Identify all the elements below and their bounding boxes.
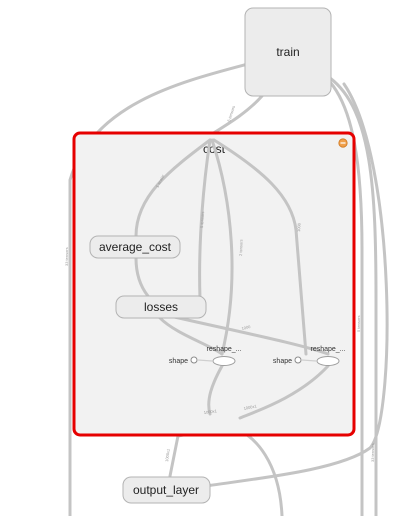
node-reshape-right-label: reshape_... xyxy=(310,346,345,353)
edge-train-right-outer-b xyxy=(328,76,378,516)
node-losses[interactable]: losses xyxy=(115,295,207,319)
cost-group-frame[interactable] xyxy=(72,131,356,437)
node-reshape-left-label: reshape_... xyxy=(206,346,241,353)
svg-text:1000x1: 1000x1 xyxy=(203,408,217,415)
edge-label-train-cost: 5 tensors xyxy=(226,105,236,122)
node-train[interactable]: train xyxy=(244,7,332,97)
node-shape-right-label: shape xyxy=(273,358,292,365)
node-shape-left-label: shape xyxy=(169,358,188,365)
edge-label-right-outer-b: 33 tensors xyxy=(370,443,375,462)
inner-edge-labels: 1 scalar 5 tensors 2 tensors 1000 1000 1… xyxy=(154,173,301,415)
node-shape-left[interactable]: shape xyxy=(169,356,198,365)
inner-edges xyxy=(134,138,330,420)
collapse-icon[interactable] xyxy=(338,138,348,148)
svg-text:1 scalar: 1 scalar xyxy=(154,173,165,188)
svg-text:1000: 1000 xyxy=(241,324,252,331)
node-output-layer[interactable]: output_layer xyxy=(122,476,211,504)
edge-label-left-outer: 33 tensors xyxy=(64,247,69,266)
svg-text:2 tensors: 2 tensors xyxy=(238,239,244,256)
node-average-cost[interactable]: average_cost xyxy=(89,235,181,259)
svg-text:5 tensors: 5 tensors xyxy=(199,211,205,228)
node-average-cost-label: average_cost xyxy=(99,240,172,254)
node-losses-label: losses xyxy=(144,300,178,314)
svg-text:1000x1: 1000x1 xyxy=(243,403,258,411)
node-train-label: train xyxy=(276,45,299,59)
node-reshape-right[interactable]: reshape_... xyxy=(310,346,346,366)
edge-label-right-outer-a: 5 tensors xyxy=(356,316,361,332)
edge-label-output-in: 1000x1 xyxy=(164,448,171,462)
node-output-layer-label: output_layer xyxy=(133,483,199,497)
node-shape-right[interactable]: shape xyxy=(273,356,302,365)
edge-train-cost xyxy=(210,94,264,136)
svg-text:1000: 1000 xyxy=(296,222,302,232)
node-reshape-left[interactable]: reshape_... xyxy=(206,346,242,366)
cost-group[interactable]: cost xyxy=(72,131,356,437)
